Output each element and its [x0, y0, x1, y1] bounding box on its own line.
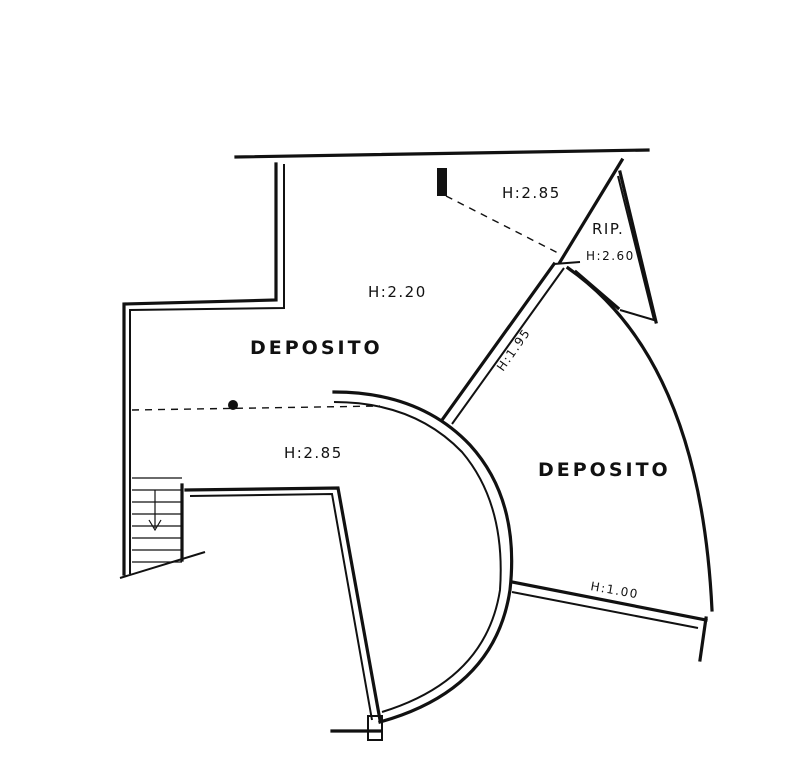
height-label-main: H:2.20	[368, 283, 427, 301]
room-label-deposito-right: DEPOSITO	[538, 459, 671, 481]
top-wall	[234, 148, 650, 159]
left-wall	[122, 162, 278, 576]
bottom-left-edge	[119, 551, 206, 579]
pipe	[437, 168, 447, 196]
height-label-diagonal: H:1.95	[494, 326, 533, 374]
corridor-walls	[184, 486, 383, 741]
diagonal-wall	[439, 261, 581, 425]
arrow-down-icon	[148, 519, 162, 532]
room-label-deposito-main: DEPOSITO	[250, 337, 383, 359]
height-label-closet: H:2.60	[586, 249, 635, 263]
outer-walls	[119, 148, 650, 579]
left-wall-inner	[129, 164, 285, 574]
corridor-wall	[184, 486, 382, 722]
height-label-top: H:2.85	[502, 184, 561, 202]
beam-lines	[131, 195, 561, 411]
column	[367, 715, 383, 741]
height-label-corridor: H:2.85	[284, 444, 343, 462]
closet-walls	[437, 157, 658, 324]
closet-label: RIP.	[592, 220, 624, 238]
curved-wall	[332, 390, 514, 724]
staircase	[132, 477, 184, 563]
right-bottom-wall	[510, 580, 708, 622]
beam-point	[228, 400, 238, 410]
